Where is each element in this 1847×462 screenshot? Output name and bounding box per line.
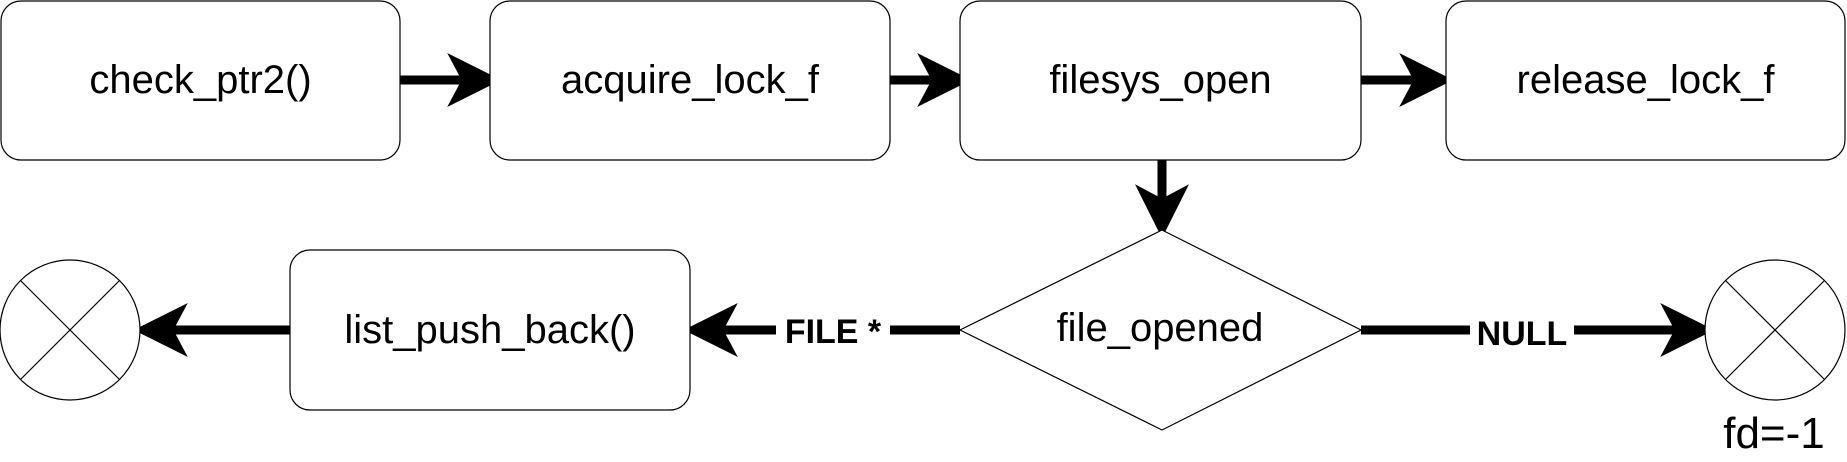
node-filesys-open-label: filesys_open bbox=[1049, 58, 1271, 102]
node-acquire-lock-label: acquire_lock_f bbox=[561, 58, 820, 102]
edge-label-null: NULL bbox=[1470, 308, 1574, 353]
terminal-right-note: fd=-1 bbox=[1723, 409, 1825, 458]
edge-label-null-text: NULL bbox=[1477, 315, 1568, 353]
edge-label-file-text: FILE * bbox=[785, 313, 882, 351]
node-check-ptr: check_ptr2() bbox=[0, 0, 401, 161]
node-list-push-back-label: list_push_back() bbox=[344, 308, 635, 352]
node-list-push-back: list_push_back() bbox=[289, 249, 691, 411]
node-filesys-open: filesys_open bbox=[959, 0, 1362, 161]
node-file-opened-label: file_opened bbox=[1057, 306, 1264, 350]
node-release-lock: release_lock_f bbox=[1445, 0, 1846, 161]
terminal-right bbox=[1704, 259, 1846, 401]
terminal-left bbox=[0, 259, 141, 401]
node-release-lock-label: release_lock_f bbox=[1517, 58, 1776, 102]
edge-label-file: FILE * bbox=[776, 308, 890, 352]
node-check-ptr-label: check_ptr2() bbox=[89, 58, 311, 102]
node-file-opened-decision: file_opened bbox=[958, 229, 1363, 431]
node-acquire-lock: acquire_lock_f bbox=[489, 0, 891, 161]
